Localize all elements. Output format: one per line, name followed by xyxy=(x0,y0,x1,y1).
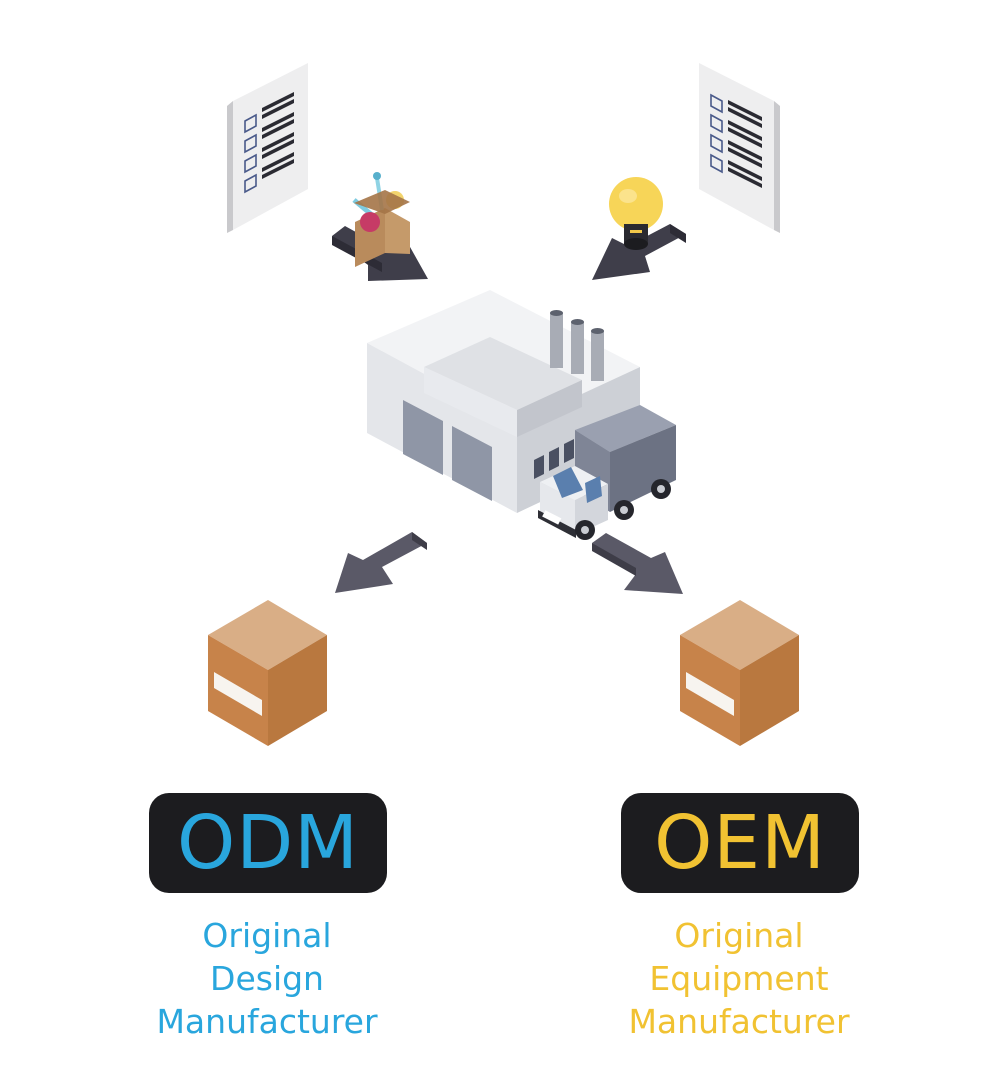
oem-description: Original Equipment Manufacturer xyxy=(589,914,889,1043)
odm-description-line-3: Manufacturer xyxy=(156,1002,378,1041)
oem-label: OEM xyxy=(621,793,859,893)
oem-description-line-2: Equipment xyxy=(649,959,829,998)
arrow-icon-bottom-right xyxy=(592,533,683,594)
oem-description-line-1: Original xyxy=(674,916,804,955)
odm-description-line-2: Design xyxy=(210,959,324,998)
odm-description: Original Design Manufacturer xyxy=(117,914,417,1043)
materials-bag-icon xyxy=(352,172,410,267)
arrow-icon-bottom-left xyxy=(335,532,427,593)
odm-description-line-1: Original xyxy=(202,916,332,955)
delivery-truck-icon xyxy=(538,405,676,540)
oem-acronym: OEM xyxy=(654,800,826,886)
cardboard-box-icon-right xyxy=(680,600,799,746)
odm-label: ODM xyxy=(149,793,387,893)
oem-description-line-3: Manufacturer xyxy=(628,1002,850,1041)
cardboard-box-icon-left xyxy=(208,600,327,746)
arrow-icon-top-right xyxy=(592,224,686,280)
checklist-document-icon-right xyxy=(699,63,780,233)
lightbulb-icon xyxy=(609,177,663,250)
checklist-document-icon-left xyxy=(227,63,308,233)
odm-acronym: ODM xyxy=(176,800,360,886)
